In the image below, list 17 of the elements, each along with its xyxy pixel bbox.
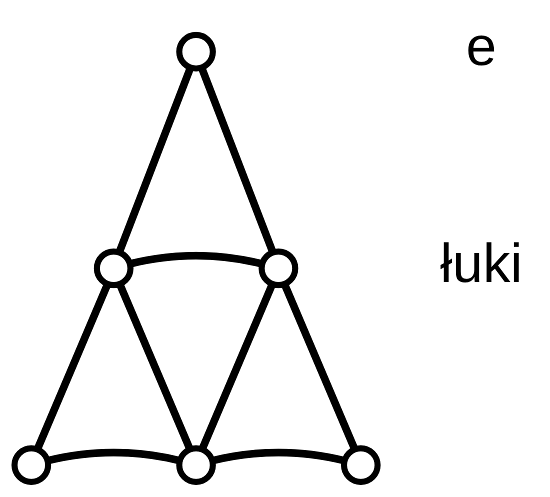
label: łuki <box>440 232 523 294</box>
connector <box>198 66 276 254</box>
connector <box>47 448 181 464</box>
connector <box>212 448 346 464</box>
label: e <box>466 15 497 78</box>
node-circle <box>11 445 52 485</box>
node-circle <box>258 248 298 288</box>
connector <box>34 282 111 451</box>
node-circle <box>176 445 216 485</box>
connector <box>116 66 194 254</box>
node-circle <box>176 32 216 72</box>
connector <box>198 282 276 451</box>
node-circle <box>340 445 381 485</box>
connector <box>281 282 358 451</box>
node-circle <box>94 248 134 288</box>
connector <box>116 282 194 451</box>
connector <box>130 252 264 268</box>
